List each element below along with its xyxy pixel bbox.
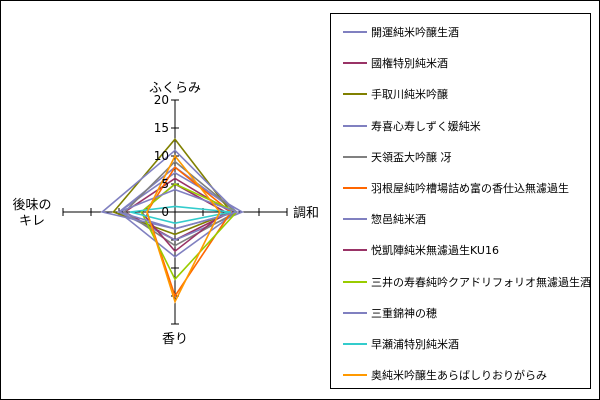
legend-item: 寿喜心寿しずく媛純米 xyxy=(343,117,481,135)
legend-label: 手取川純米吟醸 xyxy=(371,88,448,102)
legend-item: 早瀬浦特別純米酒 xyxy=(343,335,459,353)
series-polygon-10 xyxy=(116,188,240,230)
legend-item: 羽根屋純吟槽場詰め富の香仕込無濾過生 xyxy=(343,179,569,197)
legend-item: 三井の寿春純吟クアドリフォリオ無濾過生酒 xyxy=(343,273,591,291)
legend-swatch xyxy=(343,249,367,252)
legend-item: 開運純米吟醸生酒 xyxy=(343,23,459,41)
legend-swatch xyxy=(343,374,367,377)
series-polygon-11 xyxy=(130,205,232,225)
legend-swatch xyxy=(343,93,367,96)
axis-title-kaori: 香り xyxy=(162,332,188,347)
legend-label: 三井の寿春純吟クアドリフォリオ無濾過生酒 xyxy=(371,275,591,289)
legend-swatch xyxy=(343,280,367,283)
legend-label: 悦凱陣純米無濾過生KU16 xyxy=(371,244,499,258)
axis-title-chouwa: 調和 xyxy=(293,206,319,221)
legend-label: 寿喜心寿しずく媛純米 xyxy=(371,119,481,133)
radar-series xyxy=(100,137,244,304)
series-polygon-2 xyxy=(123,177,233,241)
legend-swatch xyxy=(343,187,367,189)
tick-label: 10 xyxy=(154,149,169,163)
legend-swatch xyxy=(343,124,367,127)
tick-label: 0 xyxy=(161,205,169,219)
legend: 開運純米吟醸生酒國権特別純米酒手取川純米吟醸寿喜心寿しずく媛純米天領盃大吟醸 冴… xyxy=(330,13,591,389)
legend-swatch xyxy=(343,218,367,221)
legend-label: 惣邑純米酒 xyxy=(371,213,426,227)
legend-swatch xyxy=(343,311,367,314)
axis-title-fukurami: ふくらみ xyxy=(149,81,201,96)
legend-item: 天領盃大吟醸 冴 xyxy=(343,148,452,166)
tick-label: 15 xyxy=(154,121,169,135)
legend-label: 羽根屋純吟槽場詰め富の香仕込無濾過生 xyxy=(371,182,569,195)
legend-label: 國権特別純米酒 xyxy=(371,57,448,71)
radar-axes xyxy=(62,99,288,325)
legend-item: 手取川純米吟醸 xyxy=(343,85,448,103)
legend-item: 悦凱陣純米無濾過生KU16 xyxy=(343,241,499,259)
legend-label: 開運純米吟醸生酒 xyxy=(371,26,459,39)
legend-swatch xyxy=(343,31,367,33)
series-polygon-9 xyxy=(140,183,238,281)
tick-label: 20 xyxy=(154,93,169,107)
legend-label: 天領盃大吟醸 冴 xyxy=(371,150,452,164)
legend-item: 三重錦神の穂 xyxy=(343,304,437,322)
legend-label: 三重錦神の穂 xyxy=(371,306,437,320)
series-polygon-5 xyxy=(123,160,239,247)
legend-label: 早瀬浦特別純米酒 xyxy=(371,338,459,351)
legend-label: 奥純米吟醸生あらばしりおりがらみ xyxy=(371,369,547,383)
series-polygon-12 xyxy=(146,154,221,304)
axis-title-atoaji: キレ xyxy=(19,214,45,229)
legend-swatch xyxy=(343,343,367,345)
axis-title-atoaji: 後味の xyxy=(12,198,51,213)
legend-swatch xyxy=(343,155,367,158)
legend-item: 國権特別純米酒 xyxy=(343,54,448,72)
legend-swatch xyxy=(343,62,367,65)
tick-label: 5 xyxy=(161,177,169,191)
legend-item: 奥純米吟醸生あらばしりおりがらみ xyxy=(343,366,547,384)
legend-item: 惣邑純米酒 xyxy=(343,210,426,228)
